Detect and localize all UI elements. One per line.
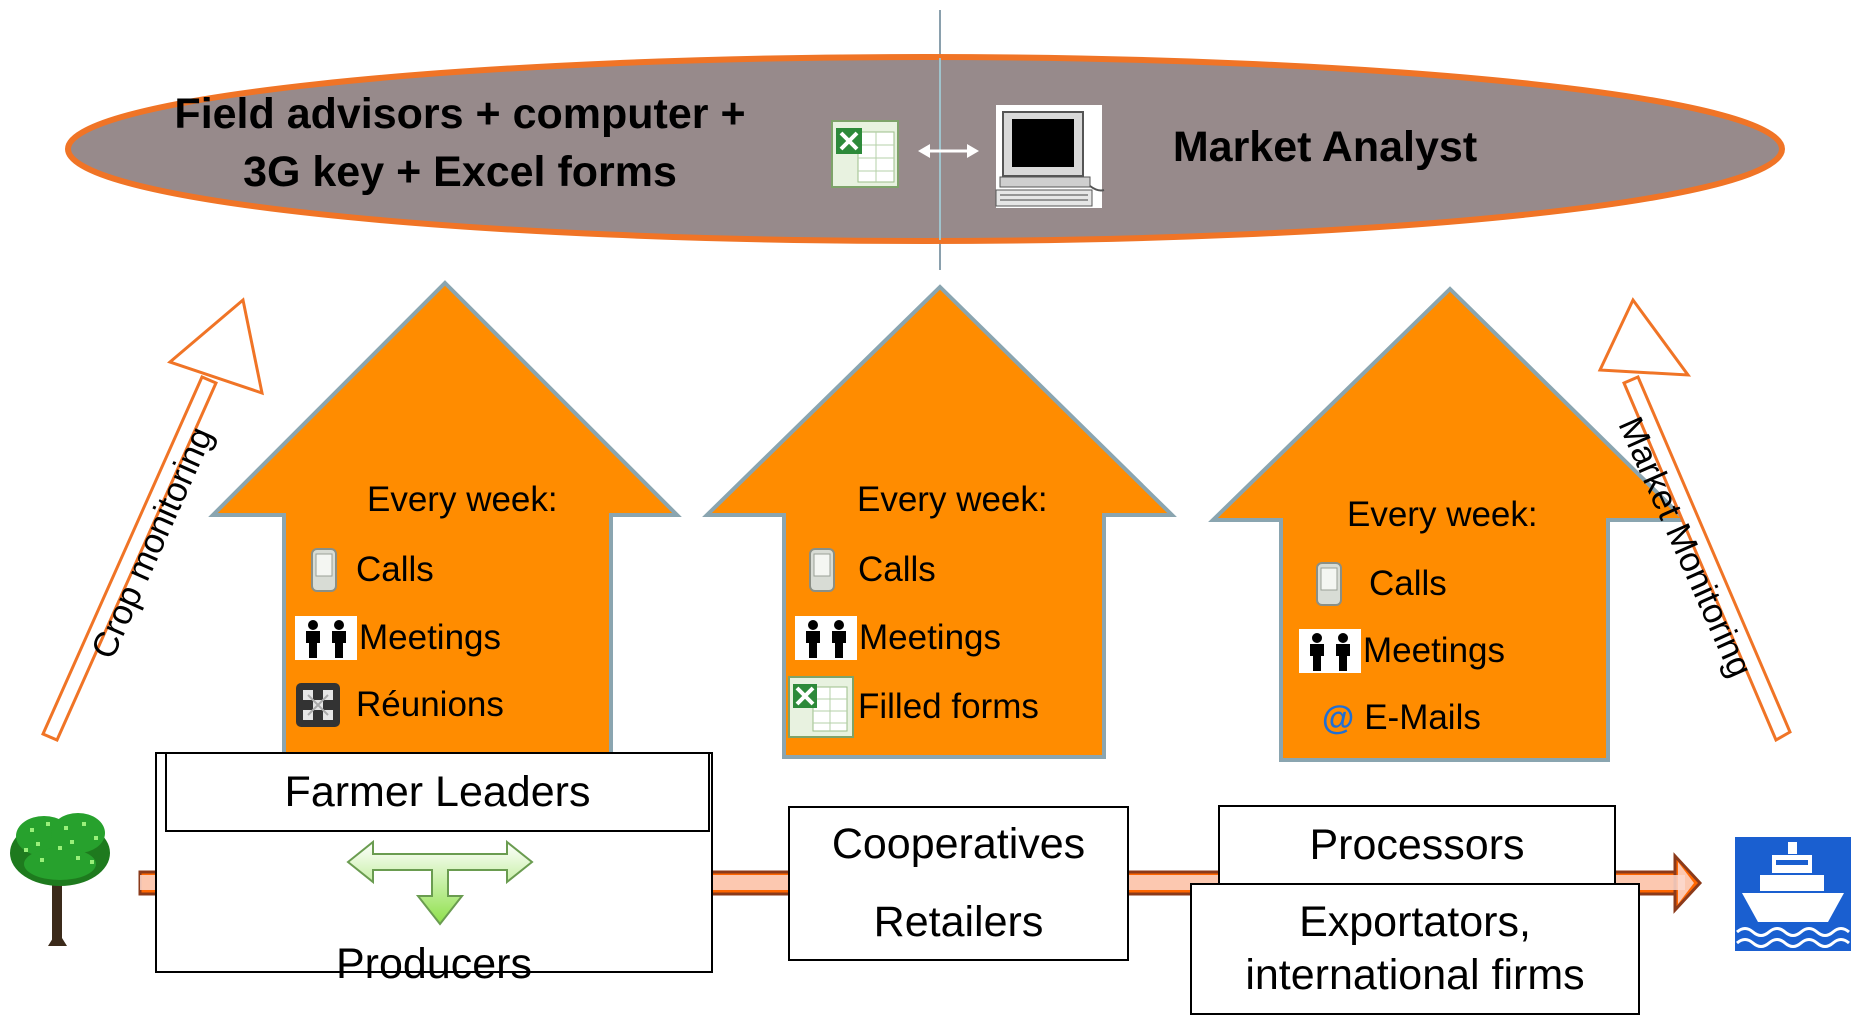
phone-icon: [310, 548, 338, 592]
phone-icon: [808, 548, 836, 592]
crop-monitoring-arrow: [41, 297, 264, 742]
ship-icon: [1735, 837, 1851, 951]
column1-calls-label: Calls: [356, 550, 434, 589]
column1-item-calls: Calls: [310, 546, 434, 594]
field-advisors-line1: Field advisors + computer +: [174, 90, 746, 138]
at-icon: @: [1322, 699, 1355, 736]
column1-reunions-label: Réunions: [356, 685, 504, 724]
column2-item-meetings: Meetings: [795, 614, 1001, 662]
column3-item-emails: @ E-Mails: [1322, 694, 1481, 742]
market-analyst-label: Market Analyst: [1172, 123, 1478, 171]
column2-item-calls: Calls: [808, 546, 936, 594]
column3-meetings-label: Meetings: [1363, 631, 1506, 670]
double-arrow-icon: [918, 144, 979, 158]
exportators-line2: international firms: [1245, 951, 1585, 999]
computer-icon: [995, 105, 1105, 208]
column2-filled-forms-label: Filled forms: [858, 687, 1039, 726]
people-icon: [795, 616, 857, 660]
exportators-box: Exportators, international firms: [1190, 883, 1640, 1015]
producers-label: Producers: [336, 940, 532, 988]
excel-icon-top: [831, 120, 899, 188]
column3-heading: Every week:: [1347, 495, 1538, 534]
column1-item-meetings: Meetings: [295, 614, 501, 662]
column1-meetings-label: Meetings: [359, 618, 502, 657]
retailers-label: Retailers: [873, 898, 1044, 946]
network-icon: [296, 683, 340, 727]
t-arrow-icon: [346, 839, 534, 926]
cooperatives-label: Cooperatives: [831, 820, 1086, 868]
exportators-line1: Exportators,: [1299, 898, 1531, 946]
people-icon: [1299, 629, 1361, 673]
field-advisors-label: Field advisors + computer + 3G key + Exc…: [130, 85, 790, 201]
column3-item-meetings: Meetings: [1299, 627, 1505, 675]
processors-box: Processors: [1218, 805, 1616, 885]
column3-emails-label: E-Mails: [1364, 698, 1481, 737]
column1-heading: Every week:: [367, 480, 558, 519]
column2-calls-label: Calls: [858, 550, 936, 589]
excel-icon: [787, 675, 855, 739]
phone-icon: [1315, 562, 1343, 606]
column3-item-calls: Calls: [1315, 560, 1447, 608]
column2-heading: Every week:: [857, 480, 1048, 519]
column3-calls-label: Calls: [1369, 564, 1447, 603]
people-icon: [295, 616, 357, 660]
tree-icon: [10, 813, 110, 946]
column2-item-filled-forms: Filled forms: [787, 675, 1039, 739]
market-monitoring-arrow: [1597, 297, 1792, 743]
farmer-leaders-box: Farmer Leaders: [165, 752, 710, 832]
cooperatives-retailers-box: [788, 806, 1129, 961]
field-advisors-line2: 3G key + Excel forms: [243, 148, 677, 196]
column2-meetings-label: Meetings: [859, 618, 1002, 657]
column1-item-reunions: Réunions: [296, 681, 504, 729]
